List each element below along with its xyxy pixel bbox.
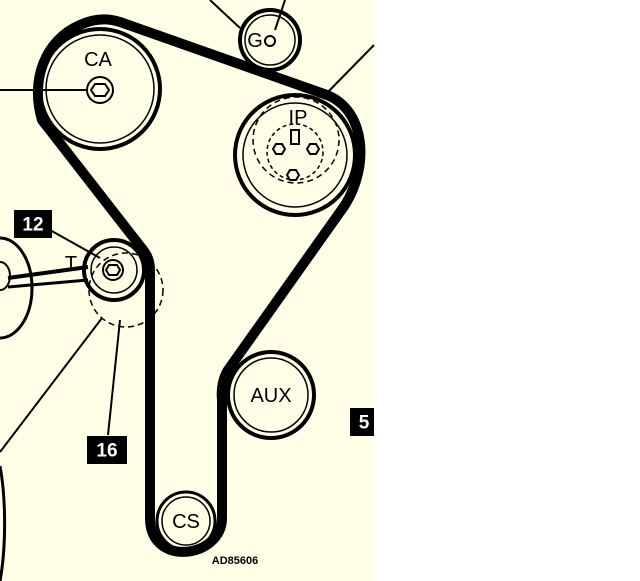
auxiliary-pulley-inner-ring — [233, 357, 309, 433]
callout-12-text: 12 — [22, 215, 43, 236]
tensioner-bolt-icon — [104, 264, 122, 276]
timing-belt — [32, 14, 366, 557]
camshaft-bolt-icon — [89, 83, 111, 97]
tensioner-pulley-inner-ring — [90, 246, 138, 294]
callout-12-box — [14, 210, 52, 238]
crankshaft-label: CS — [172, 511, 200, 533]
left-partial-pulley-lower — [0, 465, 7, 581]
generator-pulley-inner-ring — [244, 14, 296, 66]
reference-code: AD85606 — [212, 555, 258, 567]
injection-pump-hidden-outline — [252, 96, 340, 184]
leader-line-12 — [49, 229, 101, 259]
tensioner-hub — [102, 259, 124, 281]
callout-5-text: 5 — [359, 413, 370, 434]
leader-line-16-b — [0, 317, 103, 453]
auxiliary-pulley — [226, 350, 316, 440]
auxiliary-label: AUX — [250, 385, 291, 407]
generator-hub-icon — [264, 35, 276, 47]
camshaft-pulley-inner-ring — [45, 34, 155, 144]
leader-line-g-1 — [209, 0, 241, 29]
callout-16-box — [87, 436, 127, 464]
injection-pump-bolt-bottom-icon — [285, 169, 301, 181]
camshaft-hub — [86, 76, 114, 104]
tensioner-label: T — [65, 253, 77, 275]
leader-line-g-2 — [274, 0, 286, 31]
injection-pump-pulley — [233, 93, 357, 217]
callout-5-box — [350, 408, 374, 436]
tensioner-hidden-outline — [88, 252, 164, 328]
camshaft-label: CA — [84, 49, 112, 71]
tensioner-arm-line-1 — [7, 265, 89, 280]
tensioner-pulley — [82, 238, 146, 302]
leader-line-ip — [324, 44, 375, 96]
injection-pump-label: IP — [289, 107, 308, 129]
generator-label: G — [247, 30, 263, 52]
injection-pump-key-icon — [290, 129, 300, 145]
left-partial-pulley-upper — [0, 236, 34, 340]
injection-pump-bolt-left-icon — [271, 143, 287, 155]
injection-pump-bolt-right-icon — [305, 143, 321, 155]
tensioner-arm-line-2 — [7, 278, 89, 289]
leader-line-16-a — [107, 319, 121, 436]
injection-pump-pulley-inner-ring — [242, 102, 348, 208]
callout-16-text: 16 — [96, 441, 117, 462]
crankshaft-pulley-inner-ring — [161, 496, 211, 546]
